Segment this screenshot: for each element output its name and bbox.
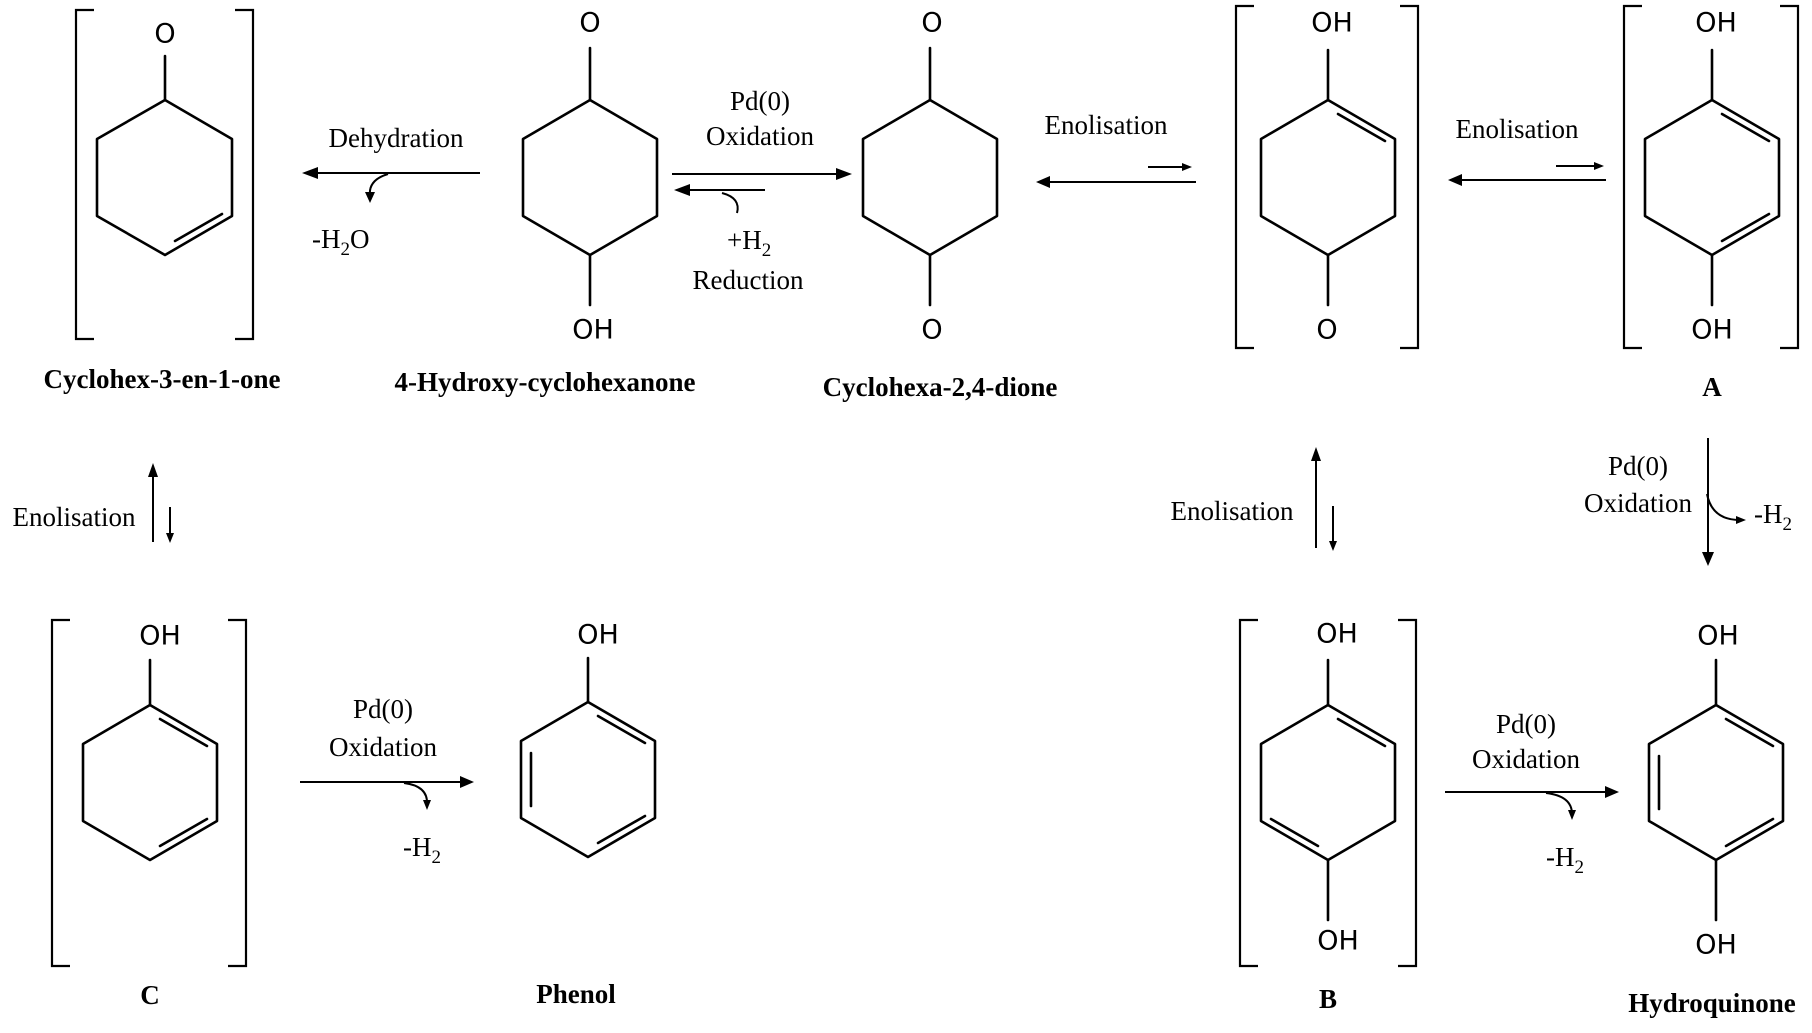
hydrogen-byproduct-label: -H2	[403, 832, 441, 868]
oxidation-arrow-hydroquinone	[1445, 786, 1619, 820]
oxygen-atom: O	[154, 19, 175, 50]
oxidation-label: Oxidation	[1584, 488, 1692, 518]
hydroxyl-group: OH	[139, 621, 181, 652]
hydrogen-reagent-label: +H2	[727, 225, 771, 261]
dehydration-label: Dehydration	[329, 123, 464, 153]
dehydration-arrow	[302, 167, 480, 203]
enolisation-arrow-1	[1036, 163, 1196, 188]
oxidation-label: Oxidation	[1472, 744, 1580, 774]
compound-c-structure: OH	[50, 618, 248, 968]
compound-a-structure: OH OH	[1622, 4, 1800, 350]
compound-c-label: C	[140, 980, 160, 1010]
enolisation-label: Enolisation	[1045, 110, 1168, 140]
bracket-left	[1622, 4, 1642, 350]
water-byproduct-label: -H2O	[312, 224, 370, 260]
bracket-right	[1400, 4, 1420, 350]
oxidation-label: Oxidation	[706, 121, 814, 151]
hydroxyl-group: OH	[1691, 315, 1733, 346]
hydroxyl-group: OH	[1317, 926, 1359, 957]
oxygen-atom: O	[1316, 315, 1337, 346]
bracket-left	[74, 8, 94, 341]
catalyst-label: Pd(0)	[730, 86, 790, 116]
catalyst-label: Pd(0)	[353, 694, 413, 724]
bracket-left	[50, 618, 70, 968]
oxidation-reduction-arrow	[672, 168, 852, 214]
oxygen-atom: O	[921, 315, 942, 346]
enolisation-arrow-4	[1311, 447, 1337, 551]
catalyst-label: Pd(0)	[1608, 451, 1668, 481]
reduction-label: Reduction	[693, 265, 804, 295]
enolisation-label: Enolisation	[1171, 496, 1294, 526]
hydroxyl-group: OH	[1316, 619, 1358, 650]
oxidation-arrow-vertical	[1702, 438, 1746, 566]
enolisation-arrow-2	[1448, 162, 1606, 186]
cyclohexadione-structure: O O	[861, 8, 999, 346]
hydroxy-cyclohexanone-name: 4-Hydroxy-cyclohexanone	[395, 367, 696, 397]
hydroxyl-group: OH	[1311, 8, 1353, 39]
bracket-left	[1238, 618, 1258, 968]
enolisation-arrow-3	[148, 463, 174, 543]
hydroquinone-structure: OH OH	[1647, 621, 1785, 961]
catalyst-label: Pd(0)	[1496, 709, 1556, 739]
hydroquinone-name: Hydroquinone	[1628, 988, 1796, 1018]
bracket-left	[1234, 4, 1254, 350]
compound-a-label: A	[1702, 372, 1722, 402]
hydroxyl-group: OH	[1695, 8, 1737, 39]
enolisation-label: Enolisation	[13, 502, 136, 532]
hydroxy-cyclohexanone-structure: O OH	[521, 8, 659, 346]
compound-b-structure: OH OH	[1238, 618, 1418, 968]
oxygen-atom: O	[921, 8, 942, 39]
bracket-right	[228, 618, 248, 968]
oxidation-label: Oxidation	[329, 732, 437, 762]
compound-b-label: B	[1319, 984, 1337, 1014]
hydroxyl-group: OH	[577, 620, 619, 651]
oxygen-atom: O	[579, 8, 600, 39]
hydroxyl-group: OH	[572, 315, 614, 346]
oxidation-arrow-phenol	[300, 776, 474, 810]
hydroxyl-group: OH	[1695, 930, 1737, 961]
hydroxyl-group: OH	[1697, 621, 1739, 652]
cyclohexenone-structure: O	[74, 8, 255, 341]
enol-intermediate-structure: OH O	[1234, 4, 1420, 350]
hydrogen-byproduct-label: -H2	[1754, 499, 1792, 535]
enolisation-label: Enolisation	[1456, 114, 1579, 144]
bracket-right	[1398, 618, 1418, 968]
phenol-structure: OH	[519, 620, 657, 859]
cyclohexenone-name: Cyclohex-3-en-1-one	[44, 364, 281, 394]
phenol-name: Phenol	[536, 979, 616, 1009]
cyclohexadione-name: Cyclohexa-2,4-dione	[823, 372, 1058, 402]
bracket-right	[1780, 4, 1800, 350]
hydrogen-byproduct-label: -H2	[1546, 842, 1584, 878]
bracket-right	[235, 8, 255, 341]
